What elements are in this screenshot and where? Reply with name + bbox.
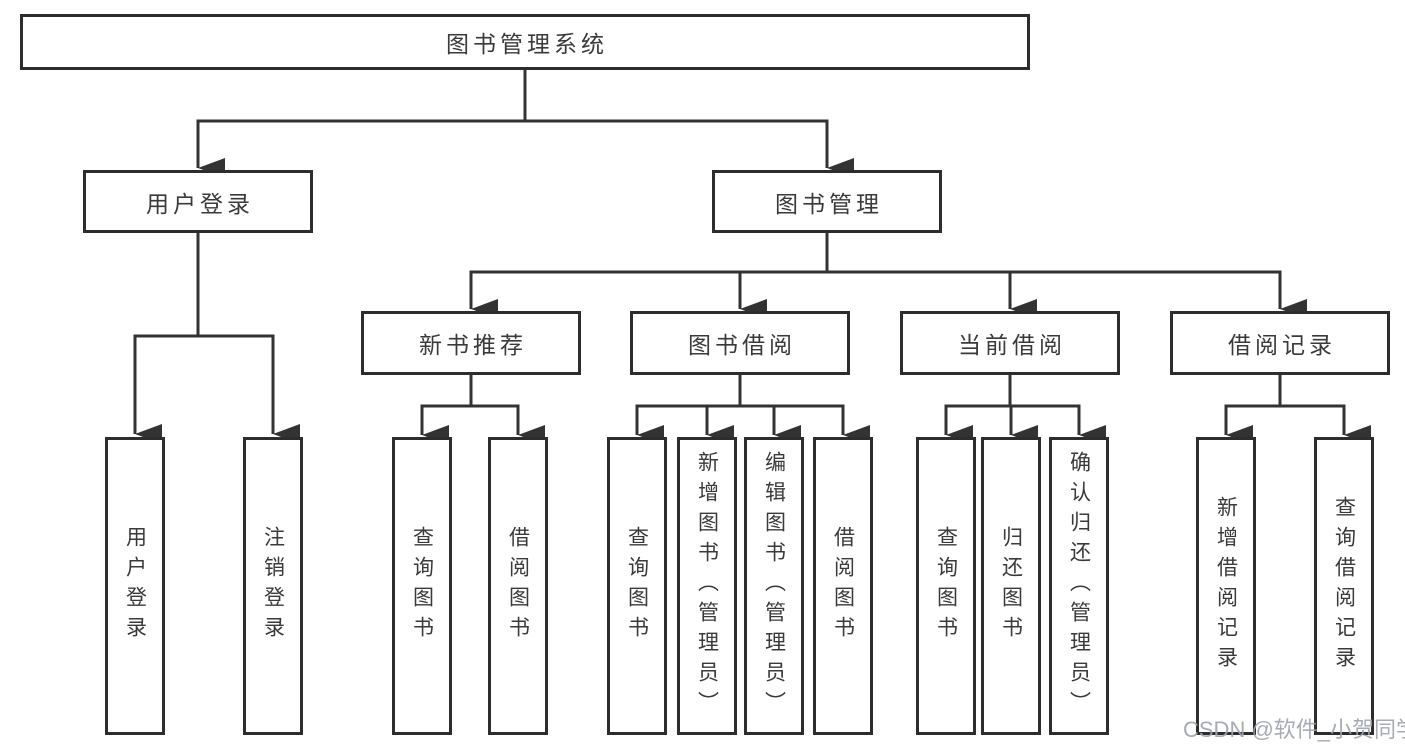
node-borrow-record: 借阅记录	[1170, 311, 1390, 375]
connectors-root	[196, 70, 854, 178]
connectors-current-borrow	[944, 375, 1106, 445]
node-leaf-user-login-label: 用户登录	[123, 526, 147, 646]
node-leaf-borrow-book-2-label: 借阅图书	[831, 526, 855, 646]
csdn-watermark: CSDN @软件_小贺同学	[1183, 717, 1405, 742]
node-user-login: 用户登录	[83, 170, 313, 233]
node-leaf-confirm-return-admin-label: 确认归还（管理员）	[1067, 451, 1091, 721]
node-borrow-record-label: 借阅记录	[1228, 332, 1336, 358]
node-current-borrow: 当前借阅	[900, 311, 1120, 375]
node-book-management-label: 图书管理	[775, 190, 883, 217]
node-new-book-recommend: 新书推荐	[361, 311, 581, 375]
connectors-book-borrow	[635, 375, 870, 445]
node-leaf-query-book-1-label: 查询图书	[410, 526, 434, 646]
node-current-borrow-label: 当前借阅	[958, 332, 1066, 358]
node-leaf-borrow-book-1-label: 借阅图书	[506, 526, 530, 646]
node-leaf-logout: 注销登录	[243, 437, 303, 735]
node-leaf-logout-label: 注销登录	[261, 526, 285, 646]
node-root-label: 图书管理系统	[446, 31, 608, 57]
node-leaf-edit-book-admin-label: 编辑图书（管理员）	[762, 451, 786, 721]
node-leaf-query-borrow-record: 查询借阅记录	[1314, 437, 1374, 735]
connectors-book-management	[469, 233, 1307, 319]
node-leaf-edit-book-admin: 编辑图书（管理员）	[744, 437, 804, 735]
node-leaf-query-borrow-record-label: 查询借阅记录	[1332, 496, 1356, 676]
node-book-management: 图书管理	[712, 170, 942, 233]
node-leaf-add-borrow-record-label: 新增借阅记录	[1214, 496, 1238, 676]
node-leaf-add-borrow-record: 新增借阅记录	[1196, 437, 1256, 735]
node-book-borrow: 图书借阅	[630, 311, 850, 375]
connectors-user-login	[133, 233, 300, 444]
node-user-login-label: 用户登录	[146, 190, 254, 217]
node-leaf-borrow-book-2: 借阅图书	[813, 437, 873, 735]
node-leaf-query-book-2-label: 查询图书	[625, 526, 649, 646]
node-leaf-query-book-1: 查询图书	[392, 437, 452, 735]
node-leaf-query-book-2: 查询图书	[607, 437, 667, 735]
node-leaf-query-book-3-label: 查询图书	[934, 526, 958, 646]
node-leaf-return-book: 归还图书	[981, 437, 1041, 735]
node-book-borrow-label: 图书借阅	[688, 332, 796, 358]
node-leaf-query-book-3: 查询图书	[916, 437, 976, 735]
node-leaf-add-book-admin: 新增图书（管理员）	[677, 437, 737, 735]
node-leaf-borrow-book-1: 借阅图书	[488, 437, 548, 735]
node-new-book-recommend-label: 新书推荐	[419, 332, 527, 358]
node-leaf-return-book-label: 归还图书	[999, 526, 1023, 646]
node-leaf-user-login: 用户登录	[105, 437, 165, 735]
node-leaf-confirm-return-admin: 确认归还（管理员）	[1049, 437, 1109, 735]
connectors-borrow-record	[1224, 375, 1371, 445]
node-leaf-add-book-admin-label: 新增图书（管理员）	[695, 451, 719, 721]
node-root: 图书管理系统	[20, 14, 1030, 70]
connectors-new-book-recommend	[420, 375, 545, 445]
